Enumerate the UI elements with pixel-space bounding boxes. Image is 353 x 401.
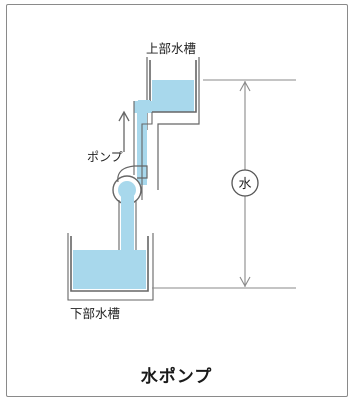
pump-label: ポンプ <box>87 150 123 164</box>
height-badge <box>231 169 259 197</box>
lower-tank-shell <box>67 233 154 301</box>
height-label: 水 <box>238 177 251 192</box>
figure-caption: 水ポンプ <box>140 367 213 387</box>
upper-tank-water <box>152 80 194 112</box>
figure-frame <box>6 4 348 397</box>
lower-tank <box>70 236 149 292</box>
upper-tank-label: 上部水槽 <box>146 41 196 56</box>
delivery-pipe <box>137 100 150 185</box>
lower-tank-water <box>73 250 146 289</box>
height-arrow-up-icon <box>239 80 251 92</box>
height-arrow-down-icon <box>239 276 251 288</box>
upper-tank-shell <box>146 57 200 190</box>
lower-tank-label: 下部水槽 <box>70 306 120 321</box>
upper-tank <box>149 60 197 113</box>
